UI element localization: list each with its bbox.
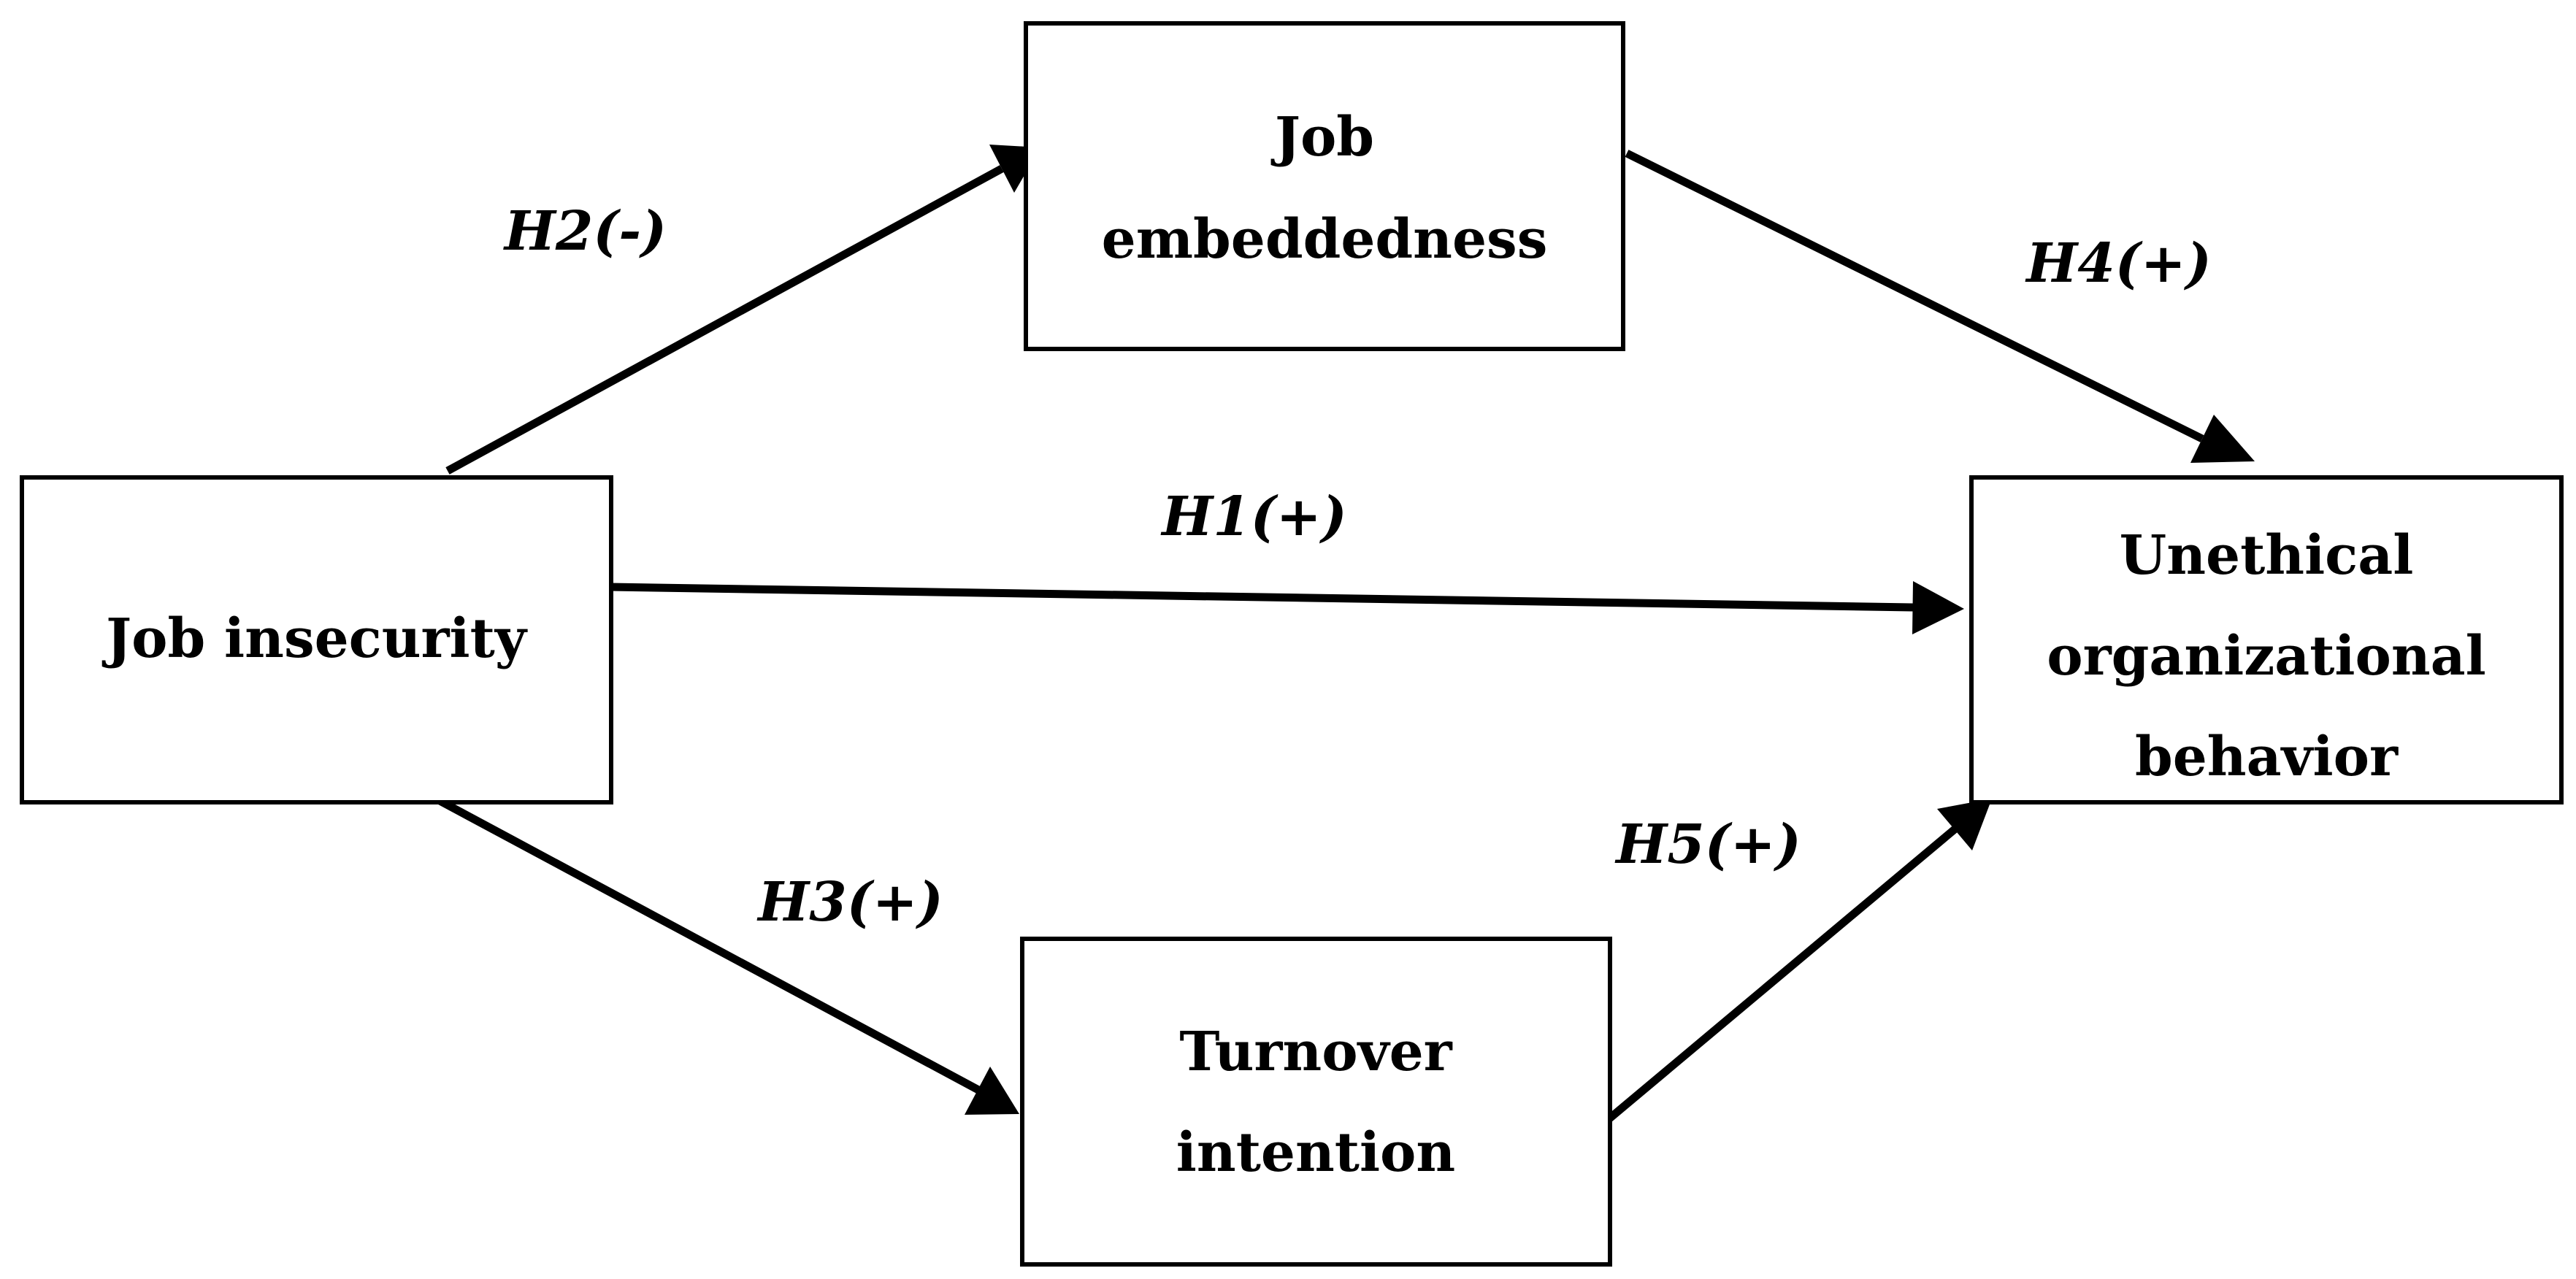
edge-h4 <box>1625 150 2255 463</box>
node-unethical-organizational-behavior-label-line-1: Unethical <box>2120 524 2414 587</box>
edge-h5 <box>1605 799 1992 1124</box>
edge-h5-label: H5(+) <box>1614 813 1801 876</box>
edge-h4-line <box>1625 150 2204 442</box>
edge-h1-label: H1(+) <box>1160 485 1346 548</box>
edge-h5-line <box>1605 826 1958 1124</box>
edge-h2-label: H2(-) <box>503 200 667 263</box>
edge-h5-arrowhead <box>1937 799 1992 850</box>
node-turnover-intention: Turnover intention <box>1020 937 1612 1267</box>
node-job-embeddedness: Job embeddedness <box>1024 21 1625 351</box>
edge-h3 <box>423 789 1019 1115</box>
edge-h2-line <box>445 165 1004 475</box>
node-job-insecurity: Job insecurity <box>20 475 613 804</box>
node-job-embeddedness-label-line-1: Job <box>1270 106 1374 169</box>
edge-h3-line <box>423 789 981 1094</box>
node-unethical-organizational-behavior-box <box>1969 475 2564 804</box>
node-job-embeddedness-box <box>1024 21 1625 351</box>
node-turnover-intention-box <box>1020 937 1612 1267</box>
edge-h4-arrowhead <box>2190 415 2255 463</box>
edge-h3-arrowhead <box>965 1067 1019 1115</box>
node-job-insecurity-label-line-1: Job insecurity <box>101 607 528 670</box>
node-unethical-organizational-behavior-label-line-3: behavior <box>2135 726 2399 788</box>
node-unethical-organizational-behavior-label-line-2: organizational <box>2047 625 2485 688</box>
node-job-embeddedness-label-line-2: embeddedness <box>1102 208 1548 271</box>
edge-h4-label: H4(+) <box>2025 232 2211 295</box>
edge-h1-line <box>609 583 1914 612</box>
edge-h2 <box>445 145 1040 475</box>
edge-h3-label: H3(+) <box>756 871 943 934</box>
edge-h1-arrowhead <box>1912 581 1964 634</box>
edge-h1 <box>609 581 1964 634</box>
node-unethical-organizational-behavior: Unethical organizational behavior <box>1969 475 2564 804</box>
node-turnover-intention-label-line-1: Turnover <box>1179 1021 1452 1083</box>
node-job-insecurity-box <box>20 475 613 804</box>
node-turnover-intention-label-line-2: intention <box>1176 1121 1455 1184</box>
